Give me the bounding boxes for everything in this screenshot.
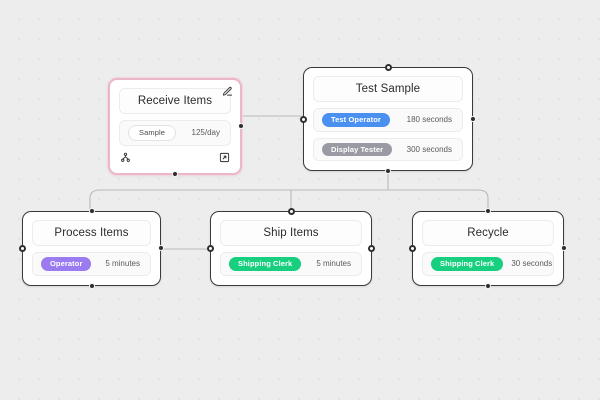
role-badge: Sample bbox=[128, 125, 177, 141]
handle-bottom[interactable] bbox=[88, 282, 95, 289]
node-attribute-row[interactable]: Shipping Clerk 30 seconds bbox=[422, 252, 554, 276]
row-value: 5 minutes bbox=[105, 259, 140, 269]
handle-bottom[interactable] bbox=[485, 282, 491, 289]
handle-left[interactable] bbox=[19, 245, 26, 253]
node-attribute-row[interactable]: Shipping Clerk 5 minutes bbox=[220, 252, 362, 276]
edge-test-to-ship bbox=[290, 189, 388, 211]
edge-test-to-recycle bbox=[388, 189, 489, 211]
handle-bottom[interactable] bbox=[385, 168, 391, 174]
handle-top[interactable] bbox=[485, 208, 491, 214]
node-footer bbox=[119, 151, 231, 164]
node-receive-items[interactable]: Receive Items Sample 125/day bbox=[108, 78, 244, 177]
expand-icon[interactable] bbox=[218, 151, 231, 164]
branch-icon[interactable] bbox=[119, 151, 132, 164]
node-test-sample[interactable]: Test Sample Test Operator 180 seconds Di… bbox=[300, 64, 476, 174]
handle-right[interactable] bbox=[561, 245, 567, 252]
role-badge: Operator bbox=[41, 257, 92, 271]
role-badge: Test Operator bbox=[322, 113, 390, 127]
row-value: 30 seconds bbox=[511, 259, 553, 269]
node-attribute-row[interactable]: Operator 5 minutes bbox=[32, 252, 151, 276]
node-attribute-row[interactable]: Test Operator 180 seconds bbox=[313, 108, 463, 132]
role-badge: Display Tester bbox=[322, 142, 393, 156]
handle-right[interactable] bbox=[158, 245, 164, 252]
pencil-icon[interactable] bbox=[221, 85, 234, 98]
handle-right[interactable] bbox=[470, 116, 476, 122]
node-recycle[interactable]: Recycle Shipping Clerk 30 seconds bbox=[409, 208, 567, 289]
row-value: 180 seconds bbox=[406, 115, 452, 125]
node-title: Test Sample bbox=[313, 76, 463, 102]
handle-top[interactable] bbox=[385, 64, 392, 71]
row-value: 5 minutes bbox=[316, 259, 351, 269]
handle-right[interactable] bbox=[368, 245, 375, 253]
node-attribute-row[interactable]: Display Tester 300 seconds bbox=[313, 137, 463, 161]
node-title: Recycle bbox=[422, 220, 554, 246]
node-attribute-row[interactable]: Sample 125/day bbox=[119, 120, 231, 146]
handle-top[interactable] bbox=[288, 208, 295, 215]
row-value: 300 seconds bbox=[406, 144, 452, 154]
node-ship-items[interactable]: Ship Items Shipping Clerk 5 minutes bbox=[207, 208, 375, 286]
node-title: Ship Items bbox=[220, 220, 362, 246]
role-badge: Shipping Clerk bbox=[229, 257, 302, 271]
node-process-items[interactable]: Process Items Operator 5 minutes bbox=[19, 208, 164, 289]
node-title: Receive Items bbox=[119, 88, 231, 114]
edge-test-to-process bbox=[89, 189, 388, 211]
handle-top[interactable] bbox=[88, 208, 95, 214]
handle-left[interactable] bbox=[300, 116, 307, 123]
handle-right[interactable] bbox=[238, 123, 244, 130]
handle-left[interactable] bbox=[409, 245, 416, 253]
row-value: 125/day bbox=[191, 128, 220, 138]
handle-left[interactable] bbox=[207, 245, 214, 253]
node-title: Process Items bbox=[32, 220, 151, 246]
handle-bottom[interactable] bbox=[172, 170, 178, 177]
role-badge: Shipping Clerk bbox=[431, 257, 504, 271]
